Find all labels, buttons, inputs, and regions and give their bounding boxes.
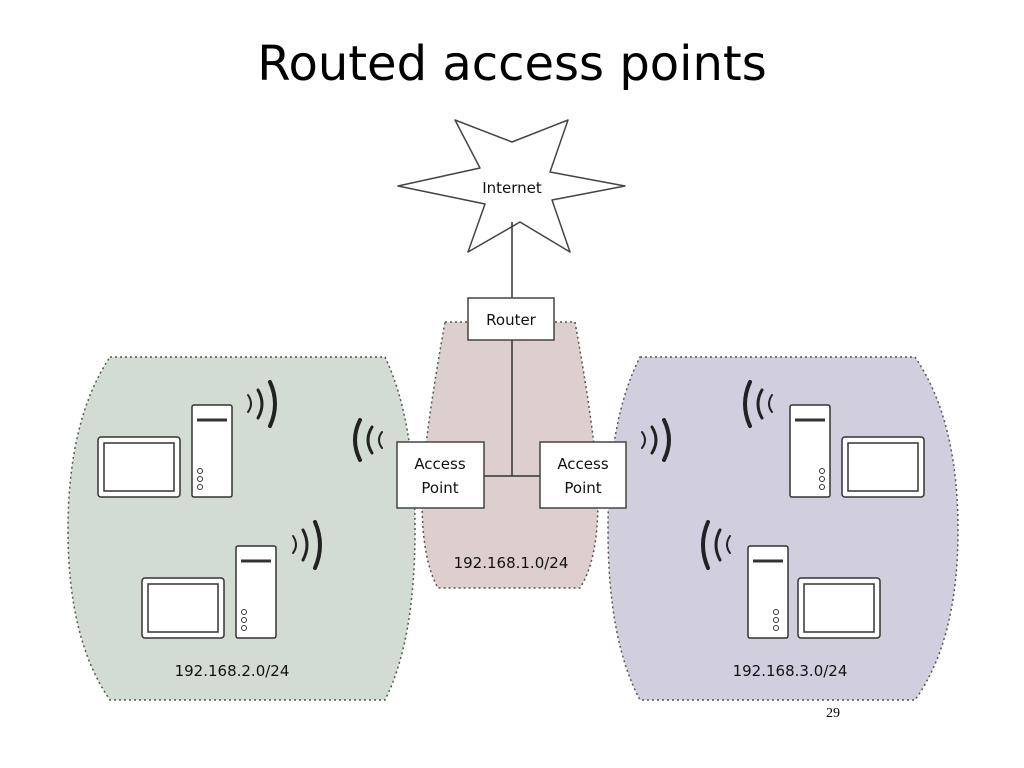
access-point-right-line2: Point [564,479,601,497]
computer-icon [141,545,277,639]
wifi-signal-icon [353,418,671,462]
computer-icon [789,404,925,498]
page-number: 29 [826,706,840,721]
access-point-left-line1: Access [414,455,466,473]
wifi-signal-icon [743,380,773,428]
internet-cloud [397,119,626,253]
computer-icon [747,545,881,639]
access-point-left-line2: Point [421,479,458,497]
wifi-signal-icon [247,380,277,428]
subnet-label-left: 192.168.2.0/24 [175,662,290,680]
wifi-signal-icon [292,520,322,570]
router-label: Router [486,311,537,329]
right-subnet-zone [607,356,959,701]
left-subnet-zone [67,356,416,701]
subnet-label-right: 192.168.3.0/24 [733,662,848,680]
computer-icon [97,404,233,498]
access-point-right [539,441,627,509]
wifi-signal-icon [701,520,731,570]
slide-title: Routed access points [257,36,767,92]
access-point-left [396,441,485,509]
internet-label: Internet [482,179,542,197]
center-subnet-zone [421,321,599,589]
access-point-right-line1: Access [557,455,609,473]
router-box [467,297,555,341]
subnet-label-center: 192.168.1.0/24 [454,554,569,572]
